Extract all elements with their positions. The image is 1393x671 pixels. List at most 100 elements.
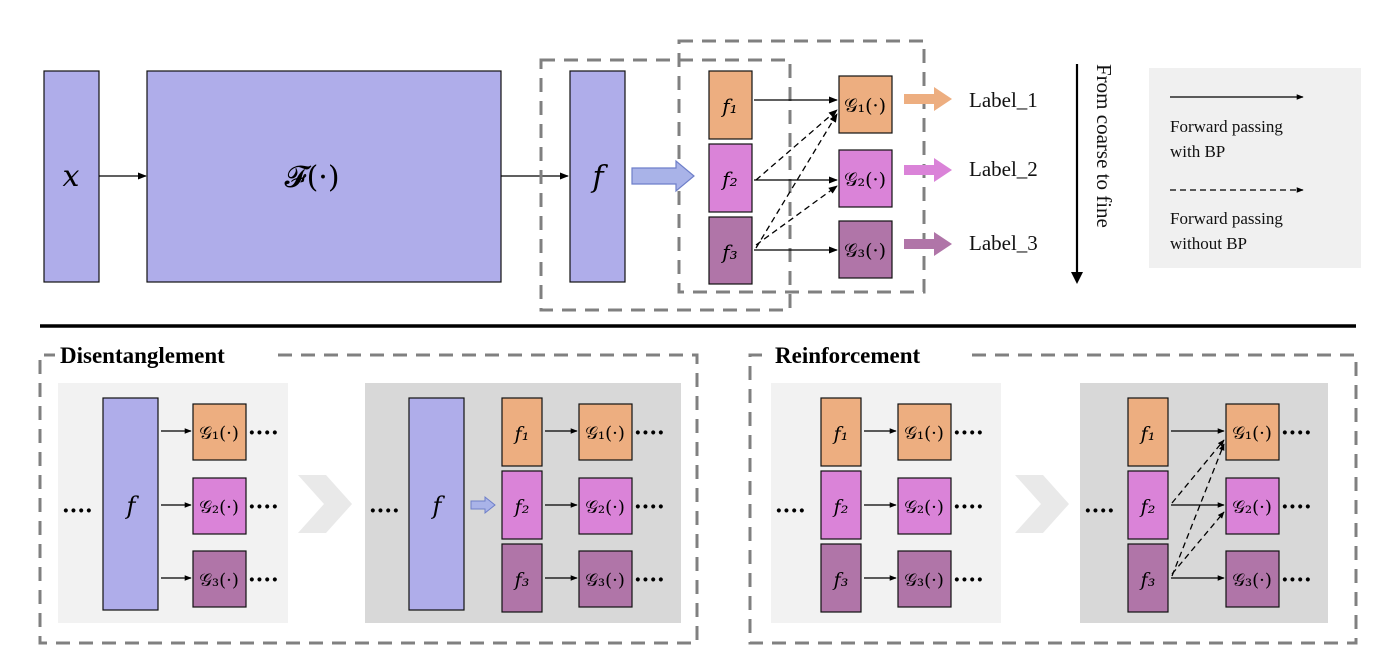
panel2-head-g2-label: 𝒢₂(·) (585, 497, 625, 518)
panel4-ellipsis-g1: ···· (1281, 420, 1312, 446)
output-arrow-1 (904, 87, 952, 111)
split-block-arrow (631, 159, 695, 193)
panel3-ellipsis-g3: ···· (953, 567, 984, 593)
head-g2-box (838, 149, 893, 208)
panel4-sub-f2-label: f₂ (1139, 496, 1156, 518)
panel3-head-g3-label: 𝒢₃(·) (904, 570, 944, 591)
panel2-sub-f1 (501, 397, 543, 467)
panel1-ellipsis-g1: ···· (248, 420, 279, 446)
disentangle-chevron-icon (298, 475, 352, 533)
panel2-feature-f-box (408, 397, 465, 611)
legend-dashed-text-2: without BP (1170, 234, 1247, 253)
coarse-to-fine-arrowhead (1071, 272, 1083, 284)
input-x-label: x (63, 159, 80, 194)
panel2-sub-f1-label: f₁ (513, 423, 530, 445)
sub-feature-f1-box (708, 70, 753, 140)
sub-feature-f2-label: f₂ (720, 167, 737, 191)
panel3-head-g1 (897, 403, 952, 461)
panel2-sub-f3-label: f₃ (513, 569, 530, 591)
panel4-dashed-f2-to-g1 (1171, 439, 1225, 504)
panel2-sub-f3 (501, 543, 543, 613)
panel4-ellipsis-g3: ···· (1281, 567, 1312, 593)
backbone-box (146, 70, 502, 283)
feature-f-box (569, 70, 626, 283)
sub-feature-f3-box (708, 216, 753, 285)
dashed-arrow-f2-to-g1 (755, 109, 838, 181)
panel4-dashed-f3-to-g1 (1171, 443, 1225, 577)
panel4-dashed-f3-to-g2 (1171, 511, 1225, 575)
output-arrow-3 (904, 232, 952, 256)
legend-solid-text-2: with BP (1170, 142, 1225, 161)
panel2-sub-f2-label: f₂ (513, 496, 530, 518)
panel3-ellipsis-left: ···· (775, 498, 806, 524)
panel3-ellipsis-g2: ···· (953, 494, 984, 520)
disentangle-panel-before (58, 383, 288, 623)
panel1-ellipsis-g2: ···· (248, 494, 279, 520)
disentanglement-title: Disentanglement (60, 343, 225, 368)
panel1-head-g3-label: 𝒢₃(·) (199, 570, 239, 591)
panel3-sub-f1-label: f₁ (832, 423, 849, 445)
panel4-head-g3 (1225, 550, 1280, 608)
panel3-head-g2-label: 𝒢₂(·) (904, 497, 944, 518)
disentanglement-dashed-frame (38, 353, 699, 645)
reinforce-chevron-icon (1015, 475, 1069, 533)
panel3-head-g3 (897, 550, 952, 608)
panel4-head-g3-label: 𝒢₃(·) (1232, 570, 1272, 591)
head-g1-label: 𝒢₁(·) (844, 95, 886, 117)
panel2-head-g2 (578, 477, 633, 535)
panel4-head-g2-label: 𝒢₂(·) (1232, 497, 1272, 518)
coarse-to-fine-label: From coarse to fine (1092, 64, 1116, 228)
panel1-feature-f-box (102, 397, 159, 611)
head-g3-label: 𝒢₃(·) (844, 240, 886, 262)
output-label-3: Label_3 (969, 231, 1038, 255)
input-x-box (43, 70, 100, 283)
legend-panel (1149, 68, 1361, 268)
legend-dashed-text-1: Forward passing (1170, 209, 1283, 228)
dashed-arrow-f3-to-g2 (755, 185, 838, 246)
panel4-sub-f2 (1127, 470, 1169, 540)
top-pipeline: x 𝓕(·) f f₁ f₂ f₃ 𝒢₁(·) 𝒢₂(·) 𝒢₃(·) (43, 39, 1116, 312)
panel1-ellipsis-g3: ···· (248, 567, 279, 593)
panel1-head-g3 (192, 550, 247, 608)
reinforcement-section: Reinforcement ···· f₁ f₂ f₃ 𝒢₁(·) 𝒢₂(·) … (748, 343, 1358, 645)
panel2-head-g1-label: 𝒢₁(·) (585, 423, 625, 444)
panel3-sub-f3-label: f₃ (832, 569, 849, 591)
panel3-sub-f2-label: f₂ (832, 496, 849, 518)
panel4-head-g1-label: 𝒢₁(·) (1232, 423, 1272, 444)
dashed-arrow-f3-to-g1 (755, 113, 838, 249)
panel3-sub-f2 (820, 470, 862, 540)
panel4-sub-f3-label: f₃ (1139, 569, 1156, 591)
head-g3-box (838, 220, 893, 279)
panel4-ellipsis-left: ···· (1084, 498, 1115, 524)
panel2-head-g1 (578, 403, 633, 461)
legend: Forward passing with BP Forward passing … (1149, 68, 1361, 268)
panel1-ellipsis-left: ···· (62, 498, 93, 524)
panel2-head-g3 (578, 550, 633, 608)
head-g1-box (838, 75, 893, 134)
panel1-head-g1-label: 𝒢₁(·) (199, 423, 239, 444)
panel3-sub-f1 (820, 397, 862, 467)
panel3-ellipsis-g1: ···· (953, 420, 984, 446)
reinforce-panel-before (771, 383, 1001, 623)
output-label-2: Label_2 (969, 157, 1038, 181)
backbone-label: 𝓕(·) (284, 160, 339, 195)
panel1-head-g2 (192, 477, 247, 535)
panel2-ellipsis-left: ···· (369, 498, 400, 524)
panel4-head-g1 (1225, 403, 1280, 461)
sub-feature-f2-box (708, 143, 753, 213)
panel3-head-g2 (897, 477, 952, 535)
dashed-group-outer-left (539, 58, 792, 312)
panel2-ellipsis-g2: ···· (634, 494, 665, 520)
panel2-ellipsis-g1: ···· (634, 420, 665, 446)
reinforcement-dashed-frame (748, 353, 1358, 645)
sub-feature-f3-label: f₃ (720, 240, 737, 264)
sub-feature-f1-label: f₁ (720, 94, 737, 118)
panel1-head-g2-label: 𝒢₂(·) (199, 497, 239, 518)
panel1-head-g1 (192, 403, 247, 461)
disentanglement-section: Disentanglement ···· f 𝒢₁(·) 𝒢₂(·) 𝒢₃(·)… (38, 343, 699, 645)
reinforce-panel-after (1080, 383, 1328, 623)
panel2-split-arrow (470, 495, 496, 515)
head-g2-label: 𝒢₂(·) (844, 169, 886, 191)
panel4-sub-f1 (1127, 397, 1169, 467)
